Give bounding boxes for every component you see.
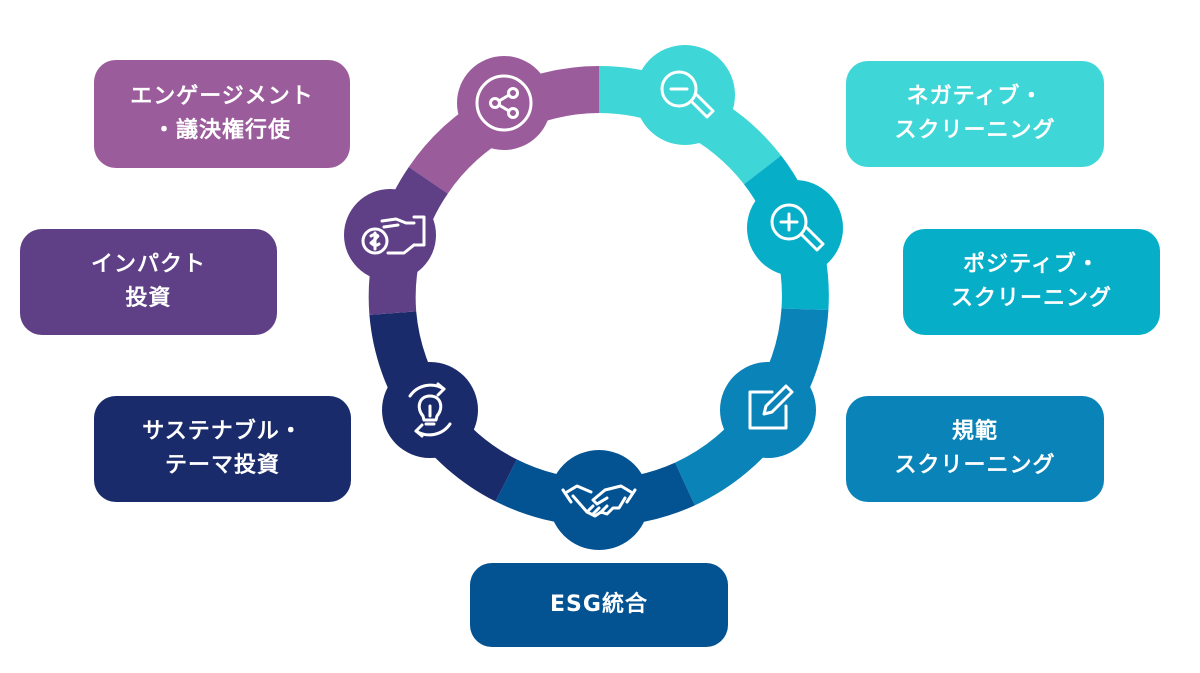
hand-money-icon xyxy=(361,215,426,255)
label-positive-screening: ポジティブ・ スクリーニング xyxy=(903,229,1160,335)
node-norms xyxy=(720,362,816,458)
node-engagement xyxy=(457,56,551,150)
node-positive xyxy=(747,180,843,276)
label-thematic-line-2: テーマ投資 xyxy=(164,453,280,478)
node-impact xyxy=(344,189,436,281)
label-positive-line-1: ポジティブ・ xyxy=(963,252,1100,277)
lightbulb-cycle-icon xyxy=(408,382,452,438)
label-engagement-line-1: エンゲージメント xyxy=(130,84,314,109)
label-norms-screening: 規範 スクリーニング xyxy=(846,396,1104,502)
label-thematic-line-1: サステナブル・ xyxy=(142,419,303,444)
label-impact-line-2: 投資 xyxy=(125,286,172,311)
handshake-icon xyxy=(561,484,637,518)
label-engagement: エンゲージメント ・議決権行使 xyxy=(94,60,350,168)
node-thematic xyxy=(382,362,478,458)
label-negative-screening: ネガティブ・ スクリーニング xyxy=(846,61,1104,167)
label-negative-line-1: ネガティブ・ xyxy=(906,84,1044,109)
label-positive-line-2: スクリーニング xyxy=(950,286,1112,311)
label-negative-line-2: スクリーニング xyxy=(894,118,1056,143)
edit-icon xyxy=(748,384,794,430)
zoom-out-icon xyxy=(660,70,715,119)
label-impact-line-1: インパクト xyxy=(90,252,206,277)
zoom-in-icon xyxy=(770,203,825,252)
label-esg-line-1: ESG統合 xyxy=(550,592,648,617)
label-impact-investment: インパクト 投資 xyxy=(20,229,277,335)
node-esg xyxy=(549,450,649,550)
label-engagement-line-2: ・議決権行使 xyxy=(152,118,291,143)
label-norms-line-2: スクリーニング xyxy=(894,453,1056,478)
label-norms-line-1: 規範 xyxy=(951,419,998,444)
label-esg-integration: ESG統合 xyxy=(470,563,728,647)
share-network-icon xyxy=(475,74,533,132)
node-negative xyxy=(635,45,735,145)
label-sustainable-thematic: サステナブル・ テーマ投資 xyxy=(94,396,351,502)
